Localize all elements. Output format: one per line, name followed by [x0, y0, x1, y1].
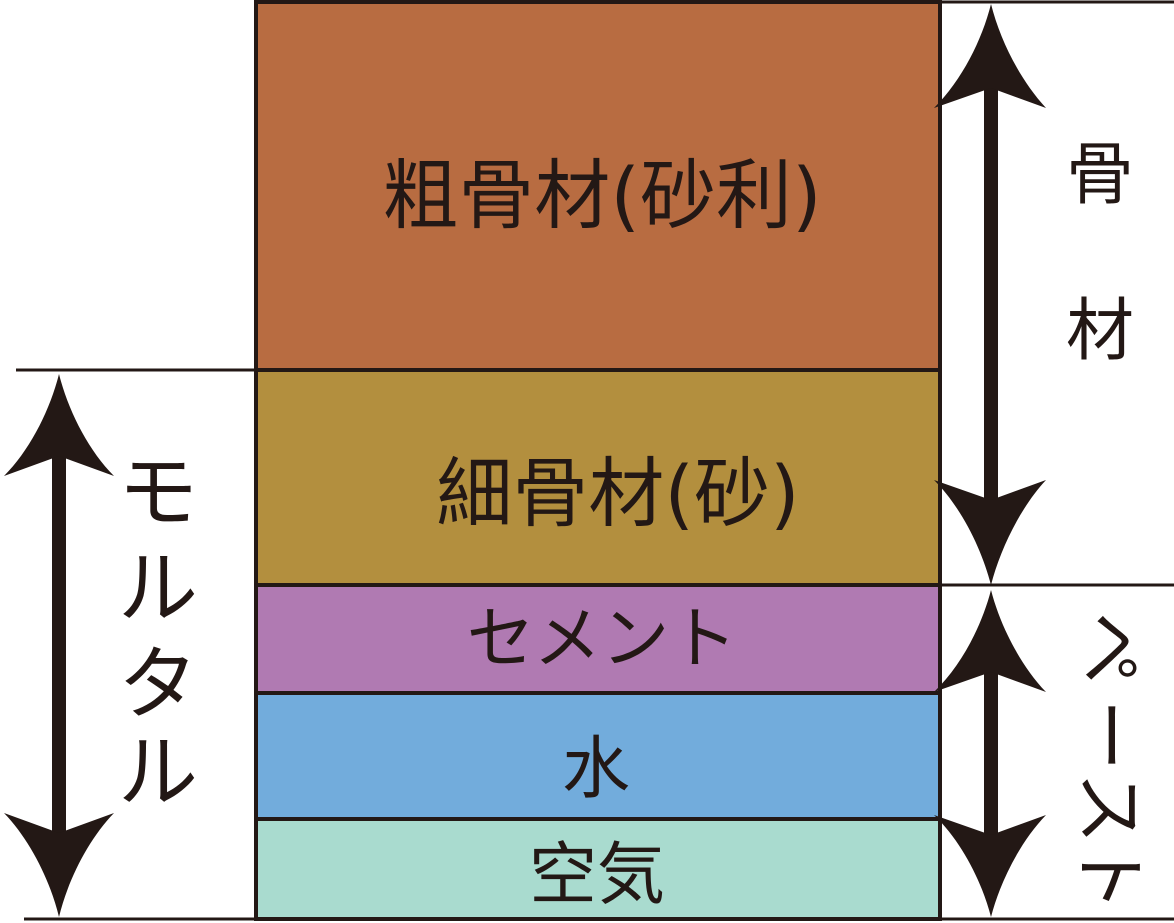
paste-label-char-4: ト — [1067, 840, 1151, 912]
label-coarse-aggregate: 粗骨材(砂利) — [382, 151, 821, 240]
layer-cement — [256, 585, 940, 693]
mortar-label-char-1: モ — [118, 446, 198, 539]
aggregate-label-char-2: 材 — [1066, 292, 1134, 371]
layer-fine-aggregate — [256, 370, 940, 585]
label-cement: セメント — [467, 600, 738, 679]
aggregate-label-char-1: 骨 — [1066, 136, 1134, 215]
paste-bracket-arrow — [934, 590, 1046, 917]
label-water: 水 — [562, 730, 630, 809]
layer-water — [256, 693, 940, 819]
layer-coarse-aggregate — [256, 2, 940, 370]
label-air: 空気 — [529, 836, 665, 915]
label-fine-aggregate: 細骨材(砂) — [436, 449, 799, 538]
paste-label-char-3: ス — [1067, 772, 1151, 844]
mortar-label-char-4: ル — [118, 726, 198, 819]
mortar-bracket-arrow — [4, 374, 114, 917]
paste-label-char-1: ペ — [1067, 612, 1151, 684]
mortar-label-char-3: タ — [118, 638, 198, 731]
mortar-label-char-2: ル — [118, 542, 198, 635]
paste-label-char-2: ー — [1067, 699, 1151, 771]
reference-lines — [16, 0, 1174, 921]
paste-vertical-label: ペ ー ス ト — [1067, 612, 1151, 912]
layer-air — [256, 819, 940, 919]
aggregate-bracket-arrow — [934, 4, 1046, 585]
